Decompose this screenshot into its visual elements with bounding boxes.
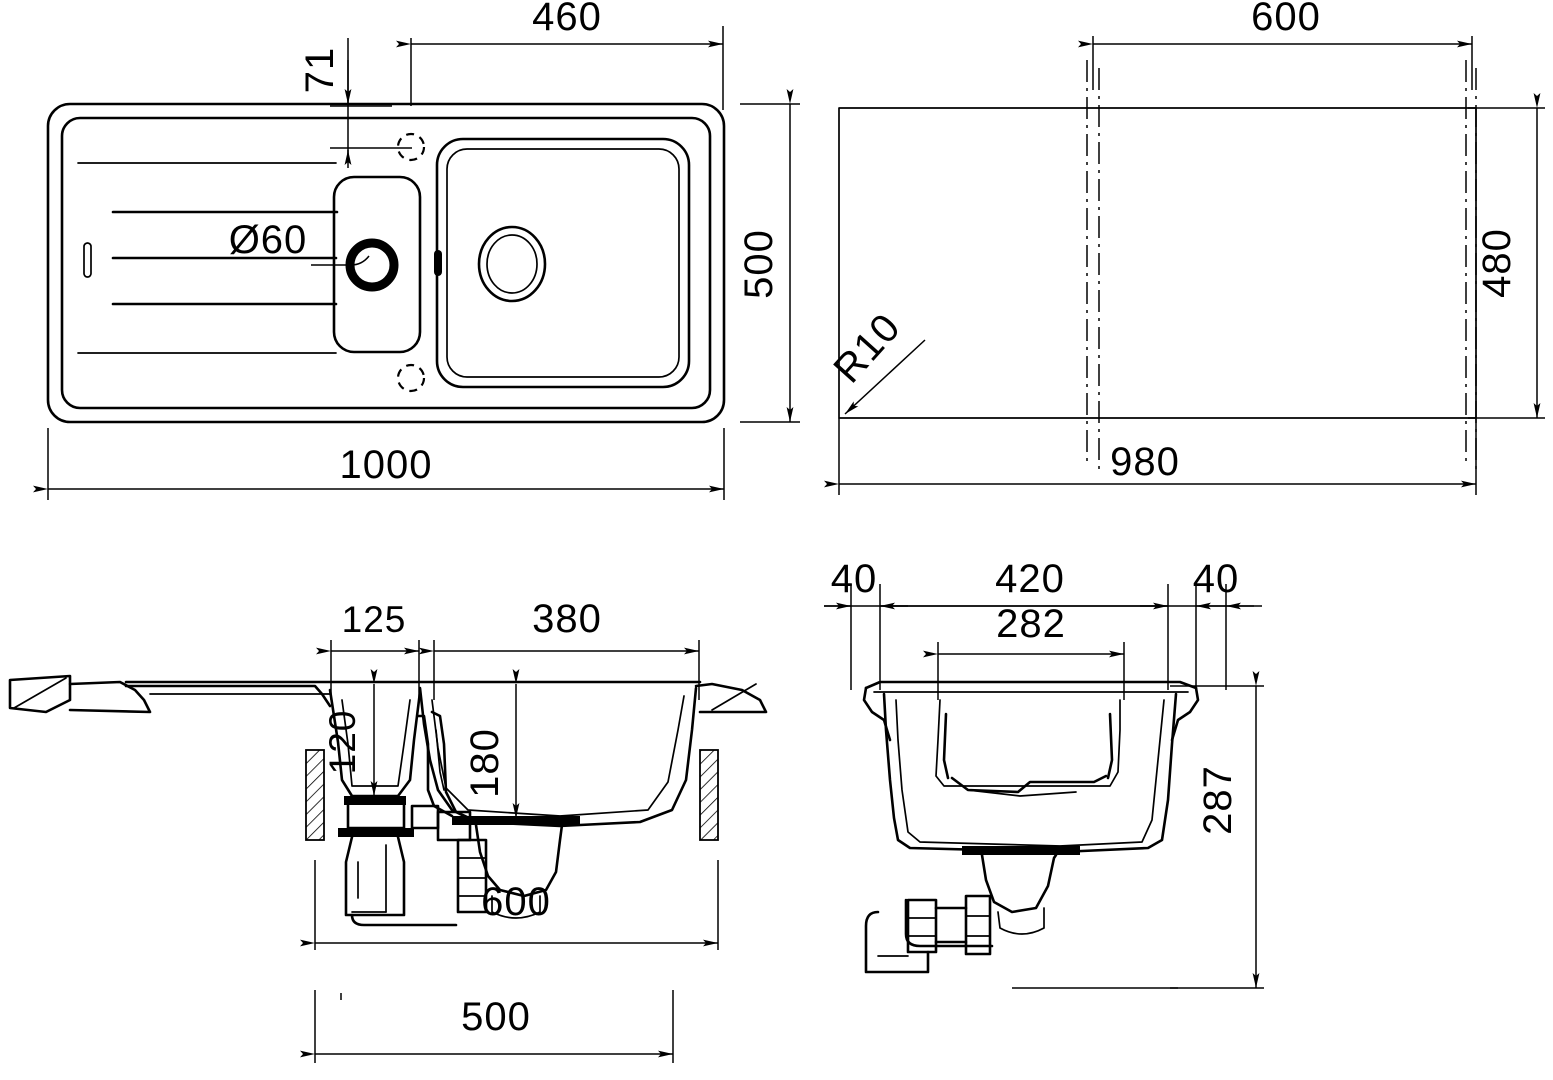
half-bowl-waste-plate bbox=[344, 796, 406, 805]
main-bowl-waste-plate bbox=[452, 816, 580, 825]
sink-outer-flange bbox=[46, 102, 726, 424]
main-bowl-outline bbox=[435, 137, 691, 389]
side-trap-elbow bbox=[864, 910, 930, 974]
left-clip-detail bbox=[8, 674, 72, 714]
left-clip-hatch bbox=[13, 677, 67, 709]
side-bowl-outer bbox=[882, 692, 1178, 854]
dim-label-40-right: 40 bbox=[1193, 557, 1240, 601]
main-bowl-overflow-slot bbox=[434, 250, 442, 276]
diameter-60-leader bbox=[311, 255, 370, 266]
dim-label-380: 380 bbox=[532, 597, 602, 641]
side-right-clip bbox=[1170, 686, 1200, 742]
dim-label-1000: 1000 bbox=[340, 443, 433, 487]
left-end-profile bbox=[68, 680, 152, 714]
r10-leader-line bbox=[844, 339, 926, 415]
side-step-rib-right bbox=[1106, 712, 1114, 780]
side-coupling-a bbox=[906, 898, 938, 954]
plan-view bbox=[33, 26, 800, 500]
side-pipe-between bbox=[934, 906, 968, 944]
main-bowl-trap-funnel bbox=[474, 823, 564, 898]
right-end-profile bbox=[694, 682, 768, 714]
main-bowl-trap-bend bbox=[491, 895, 541, 919]
dim-label-480: 480 bbox=[1475, 228, 1519, 298]
worktop-hatch-left bbox=[305, 749, 325, 841]
half-bowl-trap-body bbox=[344, 835, 406, 917]
cutout-rectangle bbox=[838, 107, 1477, 419]
dim-label-282: 282 bbox=[996, 602, 1066, 646]
dim-label-40-left: 40 bbox=[831, 557, 878, 601]
connector-vertical-pipe bbox=[456, 838, 488, 914]
side-rim-top bbox=[864, 680, 1198, 690]
side-base-ledge bbox=[950, 774, 1108, 794]
dim-label-500-section: 500 bbox=[461, 995, 531, 1039]
worktop-hatch-right bbox=[699, 749, 719, 841]
side-base-ledge-inner bbox=[967, 789, 1077, 797]
side-section-view bbox=[824, 584, 1264, 989]
side-waste-plate bbox=[962, 846, 1080, 855]
overflow-pipe-core bbox=[435, 729, 445, 791]
dim-label-diameter-60: Ø60 bbox=[229, 218, 308, 262]
tap-hole-knockout-bottom-icon bbox=[396, 363, 426, 393]
dimension-labels: 460 71 500 1000 Ø60 600 480 980 R10 125 … bbox=[229, 0, 1519, 1039]
side-bowl-inner bbox=[895, 699, 1165, 847]
main-bowl-section-outline bbox=[418, 686, 698, 828]
drainer-surface-left bbox=[124, 684, 332, 708]
dim-label-120: 120 bbox=[322, 710, 363, 775]
main-bowl-drain-inner-ring bbox=[486, 234, 538, 294]
connector-block-a bbox=[410, 804, 440, 830]
right-clip-hatch bbox=[711, 683, 757, 711]
dim-label-600-section: 600 bbox=[481, 880, 551, 924]
drainer-grooves bbox=[77, 162, 339, 354]
dim-label-r10: R10 bbox=[825, 305, 909, 391]
main-bowl-drain-outer-ring bbox=[477, 225, 547, 303]
dim-label-180: 180 bbox=[463, 728, 507, 798]
side-bowl-step-outline bbox=[935, 699, 1121, 787]
main-bowl-inner-outline bbox=[446, 148, 680, 378]
side-step-rib-left bbox=[942, 712, 950, 780]
side-pipe-run bbox=[904, 898, 994, 948]
front-section-view bbox=[8, 640, 768, 1063]
sink-inner-rim bbox=[60, 116, 712, 410]
tap-hole-knockout-top-icon bbox=[396, 132, 426, 162]
drainer-slot bbox=[83, 242, 92, 278]
dim-label-71: 71 bbox=[298, 47, 342, 94]
lower-pipe-run bbox=[350, 913, 458, 927]
dim-label-980: 980 bbox=[1110, 440, 1180, 484]
dim-label-460: 460 bbox=[532, 0, 602, 39]
dim-label-125: 125 bbox=[342, 599, 407, 640]
overflow-pipe-right bbox=[430, 710, 478, 824]
cutout-view bbox=[824, 36, 1545, 495]
dim-label-287: 287 bbox=[1196, 765, 1240, 835]
half-bowl-waste-flange bbox=[338, 828, 414, 837]
half-bowl-waste-collar bbox=[346, 803, 406, 830]
side-coupling-b bbox=[964, 894, 992, 956]
side-waste-bend bbox=[997, 907, 1045, 935]
dim-label-600-cutout: 600 bbox=[1251, 0, 1321, 39]
dim-label-500-plan: 500 bbox=[737, 229, 781, 299]
side-waste-funnel bbox=[980, 853, 1058, 914]
dim-label-420: 420 bbox=[995, 557, 1065, 601]
